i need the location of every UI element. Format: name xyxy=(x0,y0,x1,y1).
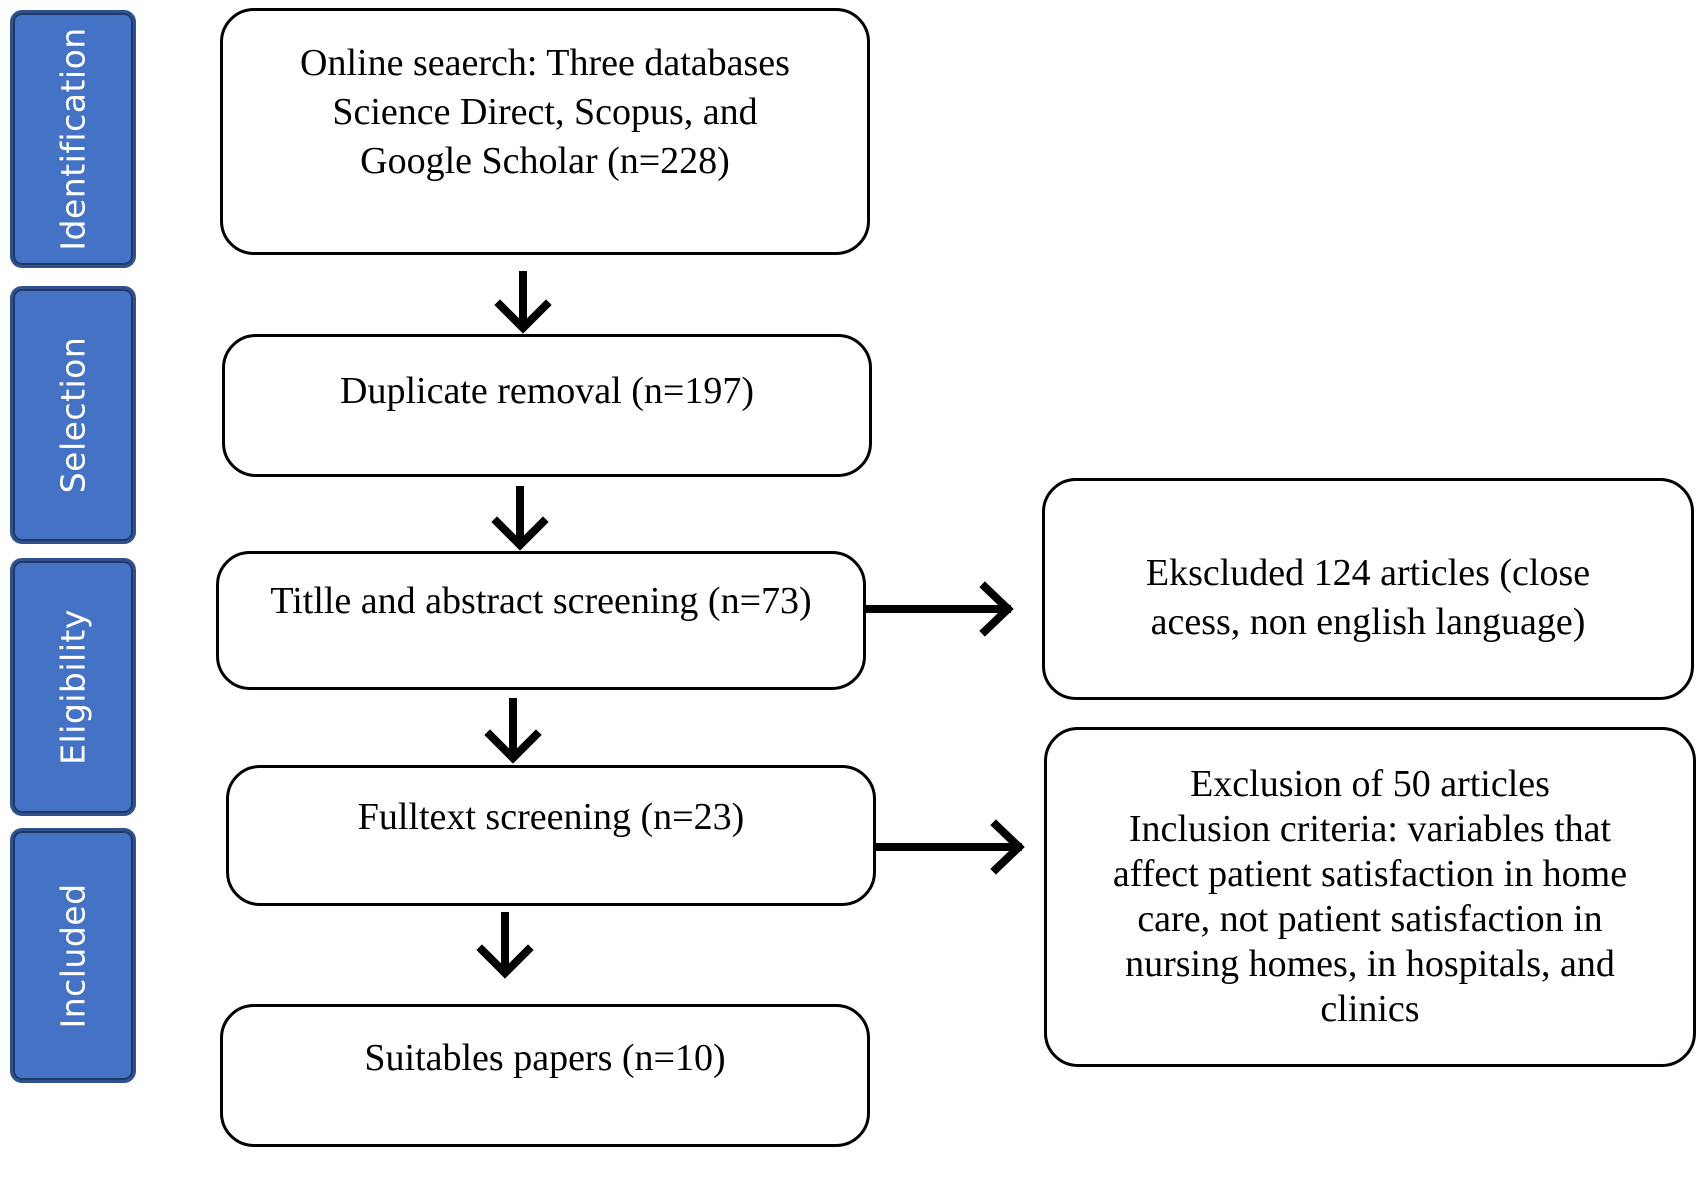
arrow-down-icon xyxy=(484,698,542,764)
duplicate-removal-text: Duplicate removal (n=197) xyxy=(340,370,754,412)
fulltext-screening-box: Fulltext screening (n=23) xyxy=(226,765,876,906)
title-abstract-box: Titlle and abstract screening (n=73) xyxy=(216,551,866,690)
exclusion-50-line: clinics xyxy=(1320,988,1420,1030)
excluded-124-box: Ekscluded 124 articles (close acess, non… xyxy=(1042,478,1694,700)
exclusion-50-line: nursing homes, in hospitals, and xyxy=(1125,943,1615,985)
suitable-papers-text: Suitables papers (n=10) xyxy=(364,1037,726,1079)
arrow-down-icon xyxy=(494,271,552,334)
stage-included: Included xyxy=(10,828,136,1083)
exclusion-50-line: affect patient satisfaction in home xyxy=(1112,853,1628,895)
online-search-line: Google Scholar (n=228) xyxy=(360,140,730,182)
title-abstract-text: Titlle and abstract screening (n=73) xyxy=(270,580,812,622)
stage-identification: Identification xyxy=(10,10,136,268)
exclusion-50-box: Exclusion of 50 articles Inclusion crite… xyxy=(1044,727,1696,1067)
excluded-124-line: acess, non english language) xyxy=(1150,601,1586,643)
arrow-right-icon xyxy=(864,581,1014,637)
online-search-line: Online seaerch: Three databases xyxy=(300,42,790,84)
stage-eligibility: Eligibility xyxy=(10,558,136,816)
exclusion-50-line: Exclusion of 50 articles xyxy=(1190,763,1550,805)
suitable-papers-box: Suitables papers (n=10) xyxy=(220,1004,870,1147)
arrow-down-icon xyxy=(491,486,549,551)
online-search-line: Science Direct, Scopus, and xyxy=(332,91,758,133)
fulltext-screening-text: Fulltext screening (n=23) xyxy=(357,796,745,838)
excluded-124-line: Ekscluded 124 articles (close xyxy=(1145,552,1591,594)
duplicate-removal-box: Duplicate removal (n=197) xyxy=(222,334,872,477)
online-search-box: Online seaerch: Three databases Science … xyxy=(220,8,870,255)
arrow-down-icon xyxy=(476,912,534,979)
exclusion-50-line: care, not patient satisfaction in xyxy=(1137,898,1603,940)
stage-selection: Selection xyxy=(10,286,136,544)
exclusion-50-line: Inclusion criteria: variables that xyxy=(1128,808,1612,850)
arrow-right-icon xyxy=(874,819,1025,875)
